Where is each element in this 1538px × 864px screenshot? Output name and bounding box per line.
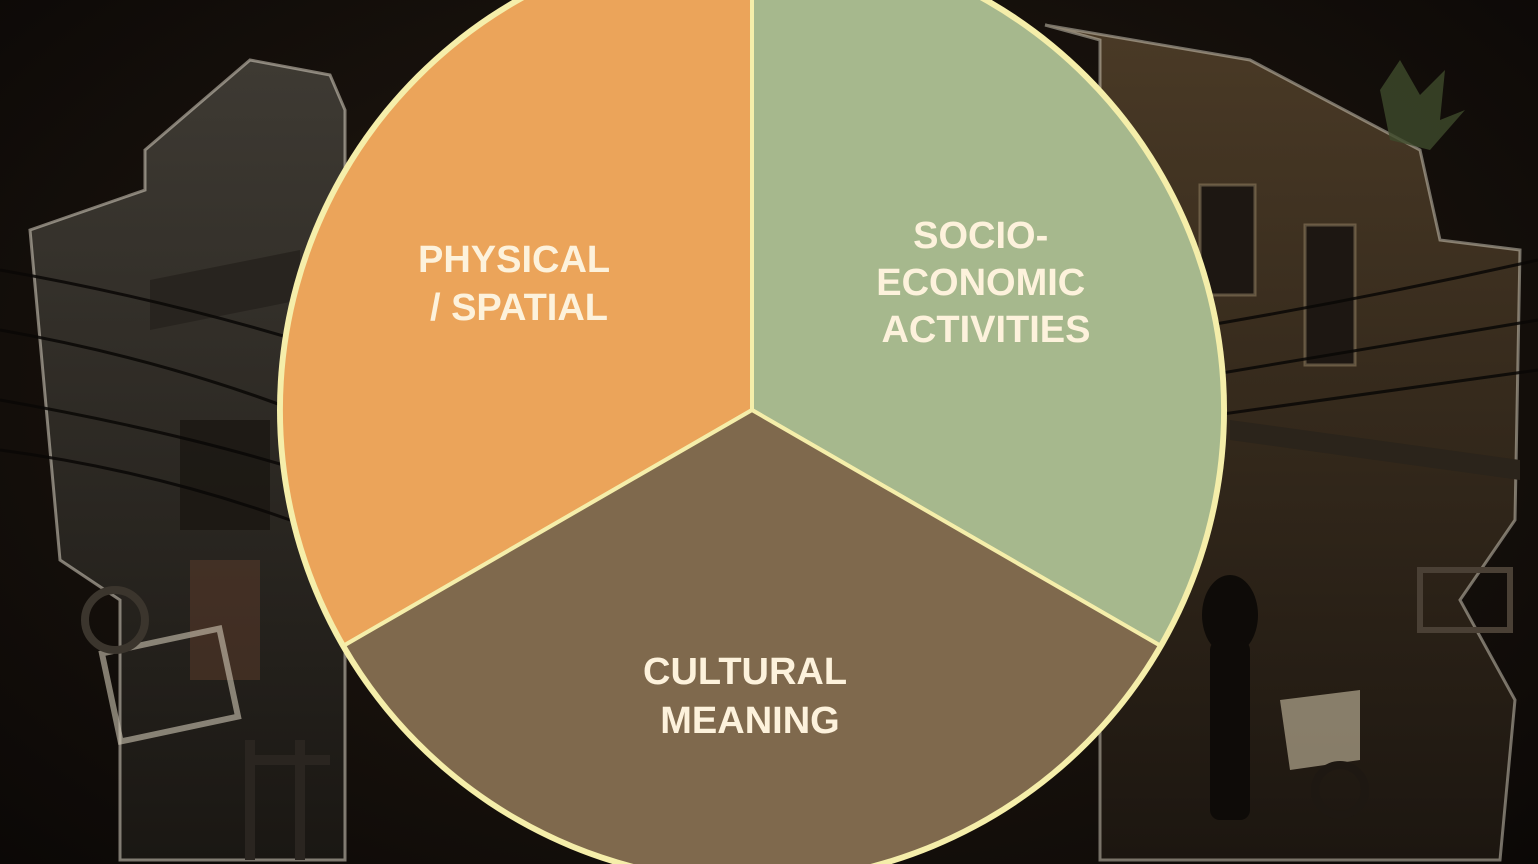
label-line: ECONOMIC bbox=[876, 262, 1085, 304]
label-line: ACTIVITIES bbox=[881, 309, 1090, 351]
segment-cultural-meaning bbox=[342, 408, 1162, 864]
label-cultural-meaning: CULTURAL MEANING bbox=[643, 651, 857, 742]
label-line: PHYSICAL bbox=[418, 239, 610, 281]
label-line: / SPATIAL bbox=[430, 287, 608, 329]
label-physical-spatial: PHYSICAL / SPATIAL bbox=[418, 239, 620, 329]
segment-physical-spatial bbox=[278, 0, 754, 648]
label-line: MEANING bbox=[660, 700, 839, 742]
left-shophouse-illustration bbox=[28, 58, 347, 862]
label-line: SOCIO- bbox=[913, 215, 1048, 257]
segment-socio-economic-activities bbox=[750, 0, 1226, 648]
label-line: CULTURAL bbox=[643, 651, 847, 693]
label-socio-economic-activities: SOCIO- ECONOMIC ACTIVITIES bbox=[876, 215, 1096, 351]
three-part-pie-diagram: PHYSICAL / SPATIAL SOCIO- ECONOMIC ACTIV… bbox=[277, 0, 1227, 864]
